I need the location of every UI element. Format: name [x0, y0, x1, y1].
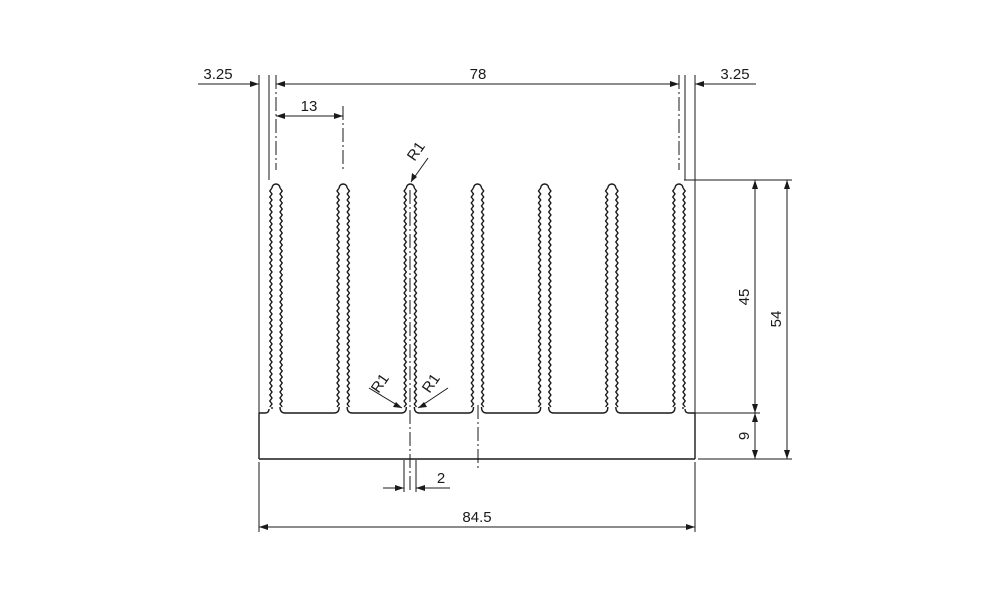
- dim-fin-height: 45: [736, 289, 753, 306]
- extension-lines: [258, 75, 792, 532]
- dim-left-offset: 3.25: [203, 66, 232, 83]
- fin: [537, 183, 609, 414]
- fin-root: [413, 406, 475, 414]
- fin-right-edge: [279, 187, 284, 408]
- fin-left-edge: [470, 187, 475, 408]
- fin-root: [279, 406, 340, 414]
- fin-left-edge: [537, 187, 542, 408]
- fin: [671, 183, 687, 408]
- dim-fin-thickness: 2: [437, 470, 445, 487]
- fin-tip: [539, 183, 550, 189]
- base-plate: [258, 408, 696, 460]
- fin-tip: [271, 183, 281, 189]
- dim-fin-pitch: 13: [301, 98, 318, 115]
- dim-total-width: 84.5: [462, 509, 491, 526]
- fin: [336, 183, 408, 414]
- fin-root: [547, 406, 609, 414]
- dim-base-thickness: 9: [736, 432, 753, 440]
- fin-left-edge: [268, 187, 273, 408]
- arrowheads: [250, 81, 790, 530]
- fin-tip: [338, 183, 348, 189]
- fin-left-edge: [671, 187, 676, 408]
- fin-right-edge: [413, 187, 418, 408]
- fin-root: [615, 406, 676, 414]
- dimension-labels: 3.25 78 3.25 13 R1 R1 R1 45 54 9 2 84.5: [203, 66, 785, 526]
- dim-fin-tip-radius: R1: [404, 139, 429, 164]
- fin-left-edge: [604, 187, 609, 408]
- dim-fin-span: 78: [470, 66, 487, 83]
- dimension-lines: [198, 83, 788, 528]
- fin-tip: [674, 183, 684, 189]
- fin: [470, 183, 542, 414]
- center-lines: [275, 75, 680, 490]
- fin: [604, 183, 676, 414]
- dim-total-height: 54: [768, 311, 785, 328]
- fin-root: [480, 406, 542, 414]
- dim-root-radius-right: R1: [419, 371, 444, 396]
- fin-left-edge: [403, 187, 408, 408]
- fin: [403, 183, 475, 414]
- fin-left-edge: [336, 187, 341, 408]
- fin-right-edge: [547, 187, 552, 408]
- fin-tip: [607, 183, 617, 189]
- fin: [268, 183, 340, 414]
- fin-group: [268, 183, 687, 414]
- fin-right-edge: [682, 187, 687, 408]
- fin-tip: [405, 183, 416, 189]
- fin-right-edge: [614, 187, 619, 408]
- dim-root-radius-left: R1: [368, 371, 393, 396]
- fin-tip: [472, 183, 483, 189]
- fin-right-edge: [346, 187, 351, 408]
- dim-right-offset: 3.25: [720, 66, 749, 83]
- fin-right-edge: [480, 187, 485, 408]
- fin-root: [346, 406, 408, 414]
